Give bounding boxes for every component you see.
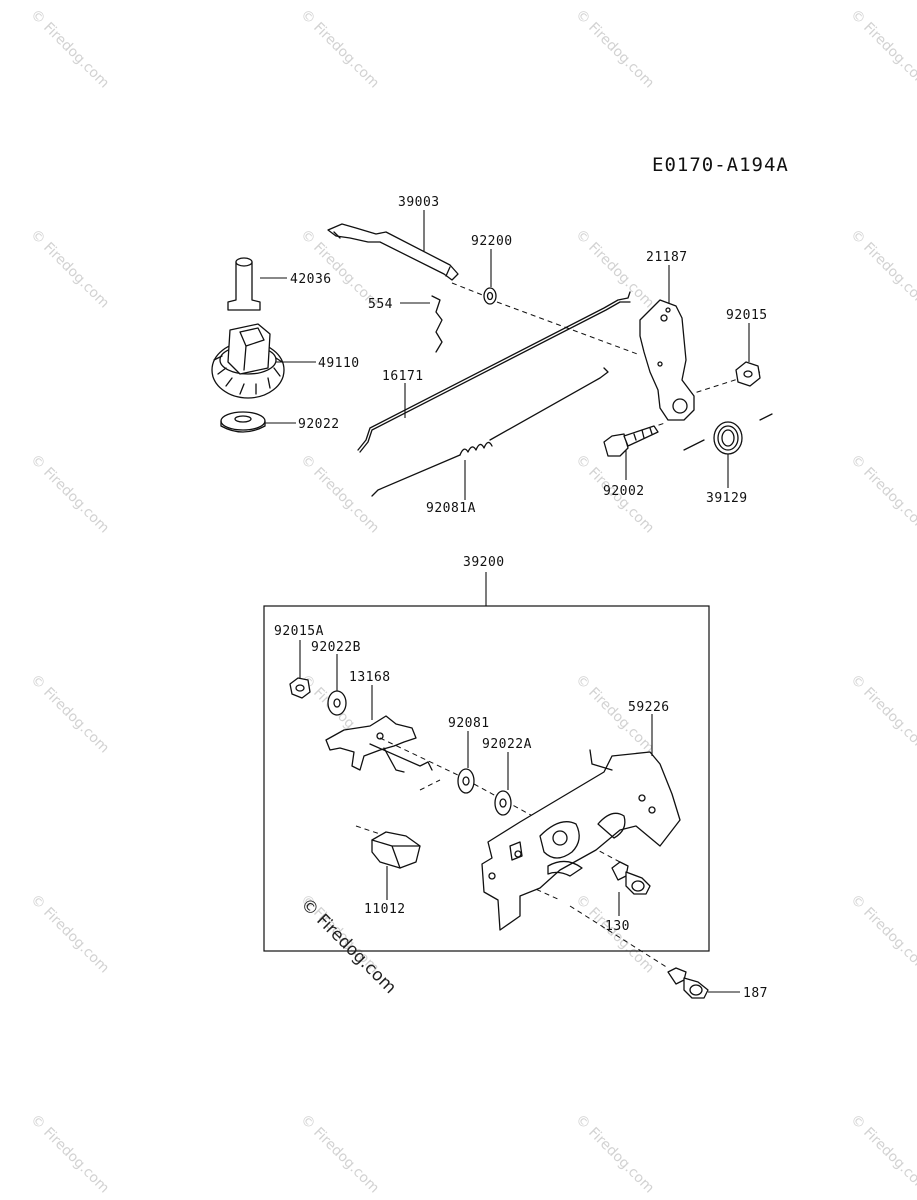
label-92022: 92022 [298,417,340,432]
part-187-bolt [667,967,709,999]
label-39003: 39003 [398,195,440,210]
part-92081A-spring [371,367,609,497]
watermark-tile: © Firedog.com [297,452,382,537]
label-92200: 92200 [471,234,513,249]
part-554-clip [431,295,443,353]
label-21187: 21187 [646,250,688,265]
diagram-code: E0170-A194A [652,154,789,176]
part-39003-lever [327,223,459,281]
part-16171-rod [357,291,631,453]
part-92200-washer [483,287,497,305]
watermark-tile: © Firedog.com [847,227,917,312]
assembly-line-nut [687,371,761,396]
label-187: 187 [743,986,768,1001]
part-92015A-nut [289,677,311,699]
watermark-tile: © Firedog.com [27,227,112,312]
part-11012-bushing [371,831,421,869]
watermark-tile: © Firedog.com [847,892,917,977]
watermark-tile: © Firedog.com [27,1112,112,1197]
label-11012: 11012 [364,902,406,917]
label-92015: 92015 [726,308,768,323]
label-39129: 39129 [706,491,748,506]
label-130: 130 [605,919,630,934]
label-554: 554 [368,297,393,312]
label-92002: 92002 [603,484,645,499]
watermark-tile: © Firedog.com [572,1112,657,1197]
part-92002-bolt [603,425,659,457]
part-92081-washer [457,768,475,794]
label-49110: 49110 [318,356,360,371]
part-130-bolt [611,861,651,895]
part-39129-spring [683,413,773,455]
watermark-tile: © Firedog.com [847,7,917,92]
watermark-tile: © Firedog.com [572,7,657,92]
watermark-layer: © Firedog.com © Firedog.com © Firedog.com ©… [27,7,917,1197]
label-92015A: 92015A [274,624,324,639]
part-92022B-washer [327,690,347,716]
part-42036-shaft [227,257,261,311]
part-92022A-washer [494,790,512,816]
label-16171: 16171 [382,369,424,384]
watermark-tile: © Firedog.com [27,892,112,977]
part-49110-gear [211,323,285,399]
assembly-line-top [451,282,641,356]
part-13168-lever [325,715,433,773]
label-39200: 39200 [463,555,505,570]
assembly-box-39200 [263,605,710,952]
part-92022-washer [220,411,266,433]
watermark-tile: © Firedog.com [847,452,917,537]
watermark-tile: © Firedog.com [847,1112,917,1197]
watermark-tile: © Firedog.com [572,227,657,312]
watermark-tile: © Firedog.com [297,1112,382,1197]
watermark-tile: © Firedog.com [27,672,112,757]
assembly-line-bolt187 [519,881,669,969]
watermark-tile: © Firedog.com [27,7,112,92]
part-92015-nut [735,361,761,387]
part-59226-bracket [481,749,681,931]
assembly-line-bushing [355,779,441,835]
label-92022B: 92022B [311,640,361,655]
label-59226: 59226 [628,700,670,715]
label-92081A: 92081A [426,501,476,516]
part-21187-lever-arm [639,299,695,421]
watermark-tile: © Firedog.com [27,452,112,537]
watermark-tile: © Firedog.com [847,672,917,757]
label-92081: 92081 [448,716,490,731]
watermark-tile: © Firedog.com [297,7,382,92]
label-13168: 13168 [349,670,391,685]
label-92022A: 92022A [482,737,532,752]
label-42036: 42036 [290,272,332,287]
